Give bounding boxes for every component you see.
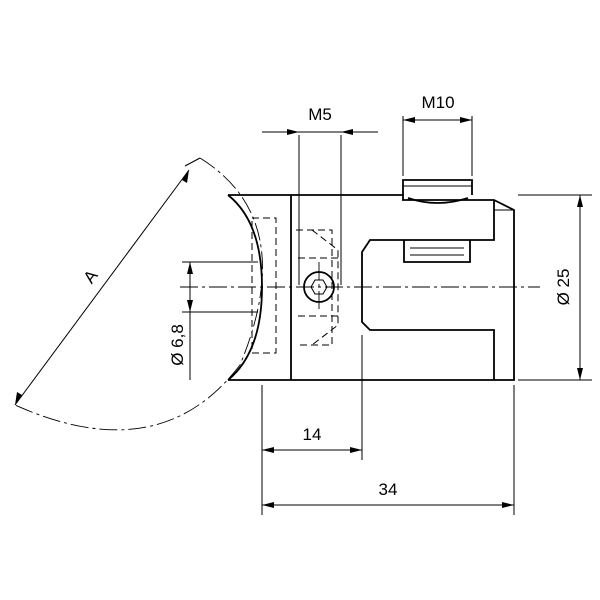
dim-diameter-25 [518,194,592,381]
label-m5: M5 [308,105,332,124]
clamp-body [227,194,515,381]
label-m10: M10 [421,93,454,112]
dim-m5 [262,129,378,285]
dim-14 [261,335,363,515]
dim-a [14,157,201,406]
slot-pad [403,240,471,263]
m10-screw [402,179,473,204]
hidden-lines [251,217,340,354]
label-a: A [80,266,102,287]
label-diameter-25: Ø 25 [554,269,573,306]
label-14: 14 [303,425,322,444]
label-34: 34 [379,480,398,499]
dim-34 [262,385,515,515]
dim-m10 [402,116,473,176]
glass-arc [14,157,263,431]
label-diameter-6-8: Ø 6,8 [168,324,187,366]
centre-lines [180,262,540,312]
dim-diameter-6-8 [182,261,258,380]
